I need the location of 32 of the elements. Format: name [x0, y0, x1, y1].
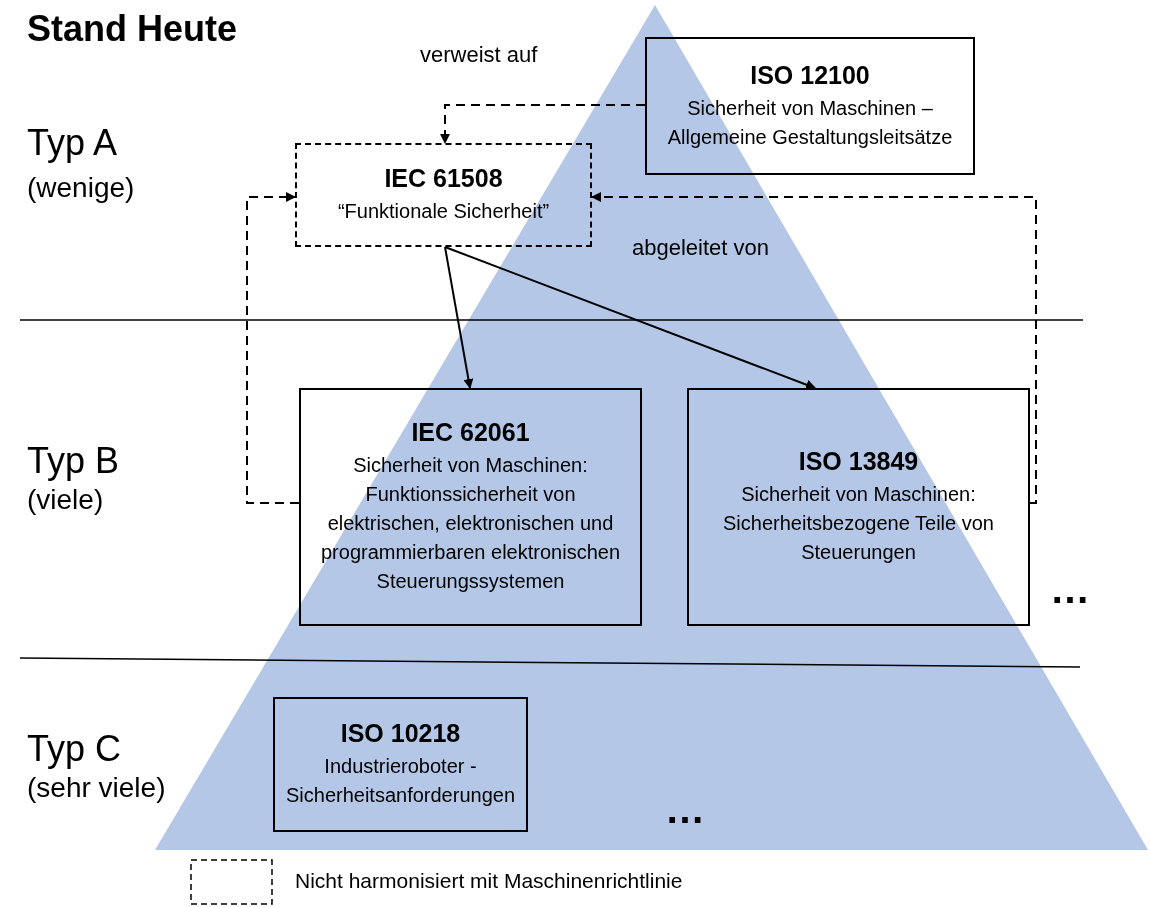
edge-label: abgeleitet von: [632, 235, 769, 261]
ellipsis: …: [1050, 567, 1090, 612]
standard-box: [295, 143, 592, 247]
type-label: Typ C: [27, 728, 122, 770]
arrow: [246, 192, 300, 504]
standard-title: Industrieroboter - Sicherheitsanforderungen: [284, 754, 516, 808]
arrow: [444, 246, 474, 389]
standard-number: ISO 13849: [798, 447, 919, 476]
arrow: [440, 104, 646, 144]
standard-number: IEC 61508: [384, 164, 503, 193]
standard-title: Sicherheit von Maschinen: Funktionssicherheit von elektrischen, elektronischen und programmierbaren elektronischen Steuerungssystemen: [319, 453, 621, 594]
arrow: [591, 192, 1037, 504]
standard-box: [273, 697, 528, 832]
type-label: Typ A: [27, 122, 118, 164]
standard-box: [299, 388, 642, 626]
edge-label: verweist auf: [420, 42, 538, 68]
legend-text: Nicht harmonisiert mit Maschinenrichtlinie: [295, 869, 683, 893]
standard-title: “Funktionale Sicherheit”: [337, 199, 550, 224]
standard-number: ISO 10218: [340, 719, 461, 748]
standard-box: [687, 388, 1030, 626]
arrow: [444, 246, 816, 390]
type-label: Typ B: [27, 440, 120, 482]
standard-number: IEC 62061: [411, 418, 530, 447]
ellipsis: …: [665, 787, 705, 832]
count-note: (viele): [27, 484, 104, 516]
standard-title: Sicherheit von Maschinen – Allgemeine Gestaltungsleitsätze: [666, 95, 954, 150]
standard-box: [645, 37, 975, 175]
count-note: (sehr viele): [27, 772, 166, 804]
standard-title: Sicherheit von Maschinen: Sicherheitsbezogene Teile von Steuerungen: [722, 482, 995, 565]
count-note: (wenige): [27, 172, 135, 204]
title: Stand Heute: [27, 8, 238, 50]
standard-number: ISO 12100: [750, 60, 870, 90]
